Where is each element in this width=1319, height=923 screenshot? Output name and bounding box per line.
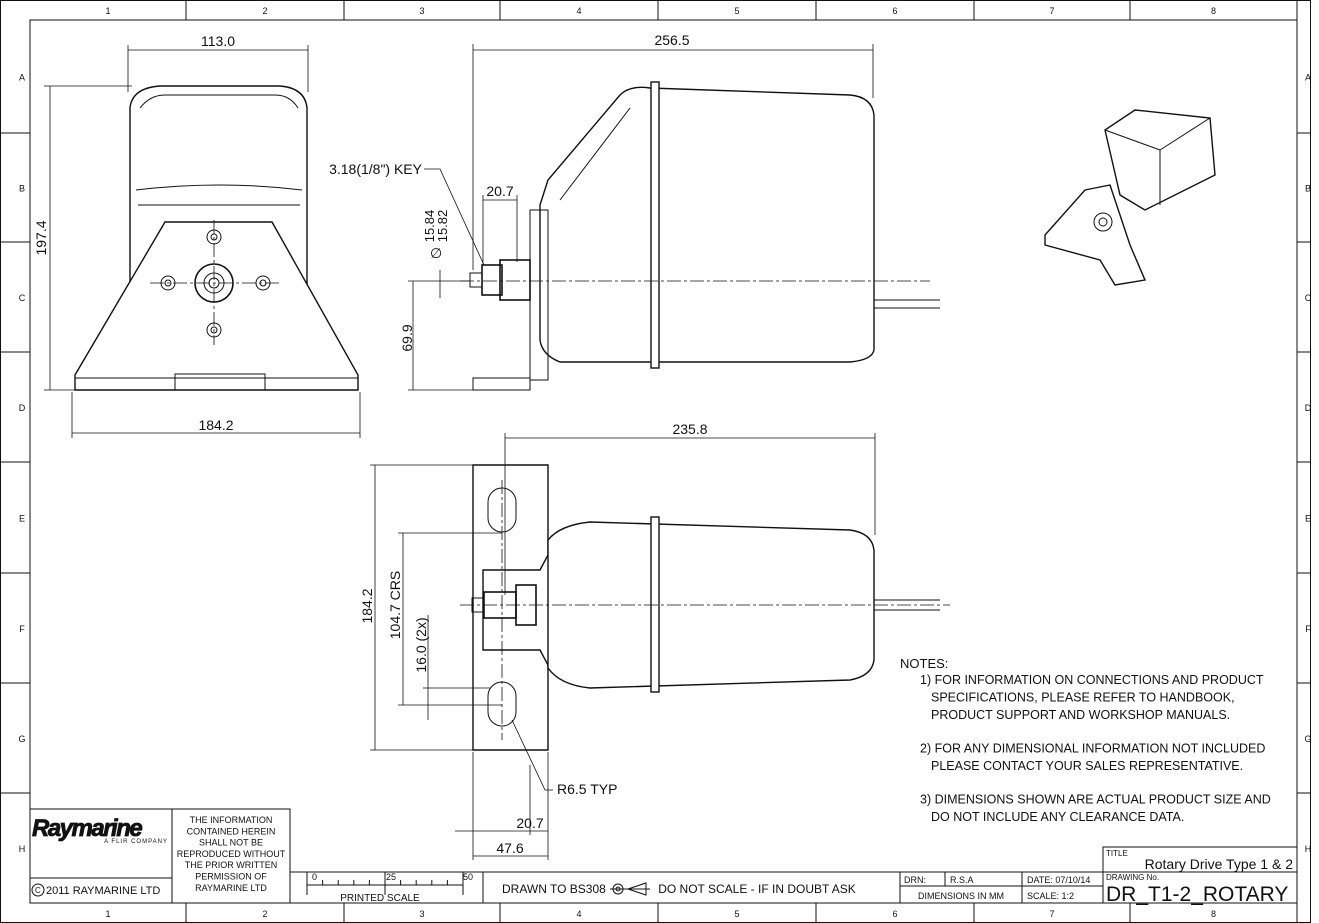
dim-side-length: 256.5 xyxy=(654,32,689,48)
date: DATE: 07/10/14 xyxy=(1027,875,1090,885)
row-label: F xyxy=(19,624,25,634)
column-label: 2 xyxy=(262,909,267,919)
drn-value: R.S.A xyxy=(950,875,974,885)
column-label: 7 xyxy=(1049,6,1054,16)
dim-crs: 104.7 CRS xyxy=(387,571,403,639)
row-label: G xyxy=(18,734,25,744)
column-label: 4 xyxy=(576,909,581,919)
dim-key-label: 3.18(1/8") KEY xyxy=(329,161,423,177)
scale-tick-label: 0 xyxy=(312,872,317,882)
column-labels: 1 1 2 2 3 3 4 4 5 5 6 6 7 7 8 8 xyxy=(105,0,1216,923)
row-label: E xyxy=(1305,514,1311,524)
dim-top-width: 184.2 xyxy=(359,588,375,623)
confidential-line: PERMISSION OF xyxy=(195,872,267,882)
column-label: 5 xyxy=(734,6,739,16)
row-label: A xyxy=(1305,73,1311,83)
title-block: Raymarine A FLIR COMPANY C 2011 RAYMARIN… xyxy=(29,808,1298,906)
dim-bottom-b: 47.6 xyxy=(496,840,523,856)
top-view: 235.8 184.2 104.7 CRS 16.0 (2x) R6.5 TYP… xyxy=(359,421,950,860)
confidential-line: CONTAINED HEREIN xyxy=(187,826,276,836)
row-label: F xyxy=(1305,624,1311,634)
confidential-line: RAYMARINE LTD xyxy=(195,883,267,893)
column-label: 4 xyxy=(576,6,581,16)
dim-front-width: 113.0 xyxy=(201,33,235,49)
drawing-no-label: DRAWING No. xyxy=(1106,873,1159,882)
column-label: 3 xyxy=(419,909,424,919)
scale-tick-label: 25 xyxy=(386,872,396,882)
dim-shaft-dia-a: 15.84 xyxy=(422,210,437,243)
dim-shaft-dia-b: 15.82 xyxy=(435,210,450,243)
row-label: D xyxy=(19,403,26,413)
dim-front-base: 184.2 xyxy=(198,417,233,433)
confidential-line: REPRODUCED WITHOUT xyxy=(177,849,286,859)
row-label: H xyxy=(1305,844,1312,854)
svg-text:C: C xyxy=(35,886,41,895)
scale-tick-label: 50 xyxy=(463,872,473,882)
dimensions-in: DIMENSIONS IN MM xyxy=(918,891,1004,901)
drawing-number: DR_T1-2_ROTARY xyxy=(1106,883,1288,906)
row-labels: A A B B C C D D E E F F G G H H xyxy=(0,73,1312,854)
row-label: B xyxy=(19,184,25,194)
note-line: PRODUCT SUPPORT AND WORKSHOP MANUALS. xyxy=(931,708,1230,722)
row-label: E xyxy=(19,514,25,524)
logo-subtitle: A FLIR COMPANY xyxy=(104,839,168,845)
diameter-symbol: ∅ xyxy=(430,245,442,261)
note-line: 2) FOR ANY DIMENSIONAL INFORMATION NOT I… xyxy=(920,742,1265,756)
note-line: 3) DIMENSIONS SHOWN ARE ACTUAL PRODUCT S… xyxy=(920,793,1271,807)
drawing-title: Rotary Drive Type 1 & 2 xyxy=(1145,856,1294,872)
dim-front-height: 197.4 xyxy=(33,220,49,255)
note-line: PLEASE CONTACT YOUR SALES REPRESENTATIVE… xyxy=(931,759,1243,773)
column-label: 6 xyxy=(892,6,897,16)
dim-top-length: 235.8 xyxy=(672,421,707,437)
column-label: 5 xyxy=(734,909,739,919)
printed-scale-label: PRINTED SCALE xyxy=(340,893,420,904)
notes-heading: NOTES: xyxy=(900,656,948,671)
side-view: 256.5 3.18(1/8") KEY 20.7 15.84 15.82 ∅ … xyxy=(329,32,940,391)
column-label: 3 xyxy=(419,6,424,16)
note-line: DO NOT INCLUDE ANY CLEARANCE DATA. xyxy=(931,810,1184,824)
confidential-line: SHALL NOT BE xyxy=(199,838,263,848)
column-label: 8 xyxy=(1211,909,1216,919)
dim-shaft-length: 20.7 xyxy=(486,183,513,199)
projection-symbol-icon xyxy=(610,882,650,896)
confidential-line: THE PRIOR WRITTEN xyxy=(185,860,278,870)
copyright: 2011 RAYMARINE LTD xyxy=(46,885,160,897)
column-label: 7 xyxy=(1049,909,1054,919)
dim-shaft-height: 69.9 xyxy=(399,324,415,351)
note-line: SPECIFICATIONS, PLEASE REFER TO HANDBOOK… xyxy=(931,691,1235,705)
column-label: 2 xyxy=(262,6,267,16)
scale: SCALE: 1:2 xyxy=(1027,891,1074,901)
confidential-line: THE INFORMATION xyxy=(190,815,273,825)
dim-radius: R6.5 TYP xyxy=(557,781,617,797)
isometric-view xyxy=(1044,109,1216,286)
dim-bottom-a: 20.7 xyxy=(516,815,543,831)
row-label: C xyxy=(19,293,26,303)
row-label: G xyxy=(1304,734,1311,744)
do-not-scale: DO NOT SCALE - IF IN DOUBT ASK xyxy=(658,882,856,896)
front-view: 113.0 197.4 184.2 xyxy=(33,33,361,438)
note-line: 1) FOR INFORMATION ON CONNECTIONS AND PR… xyxy=(920,673,1264,687)
column-label: 1 xyxy=(105,909,110,919)
column-label: 8 xyxy=(1211,6,1216,16)
row-label: D xyxy=(1305,403,1312,413)
drn-label: DRN: xyxy=(904,875,926,885)
copyright-icon xyxy=(31,883,45,897)
row-label: H xyxy=(19,844,26,854)
row-label: A xyxy=(19,73,25,83)
row-label: C xyxy=(1305,293,1312,303)
row-label: B xyxy=(1305,184,1311,194)
drawn-to: DRAWN TO BS308 xyxy=(502,882,606,896)
notes: NOTES: 1) FOR INFORMATION ON CONNECTIONS… xyxy=(900,656,1271,824)
column-label: 1 xyxy=(105,6,110,16)
column-label: 6 xyxy=(892,909,897,919)
title-label: TITLE xyxy=(1106,849,1128,858)
dim-slot: 16.0 (2x) xyxy=(413,617,429,672)
raymarine-logo: Raymarine xyxy=(32,815,142,842)
